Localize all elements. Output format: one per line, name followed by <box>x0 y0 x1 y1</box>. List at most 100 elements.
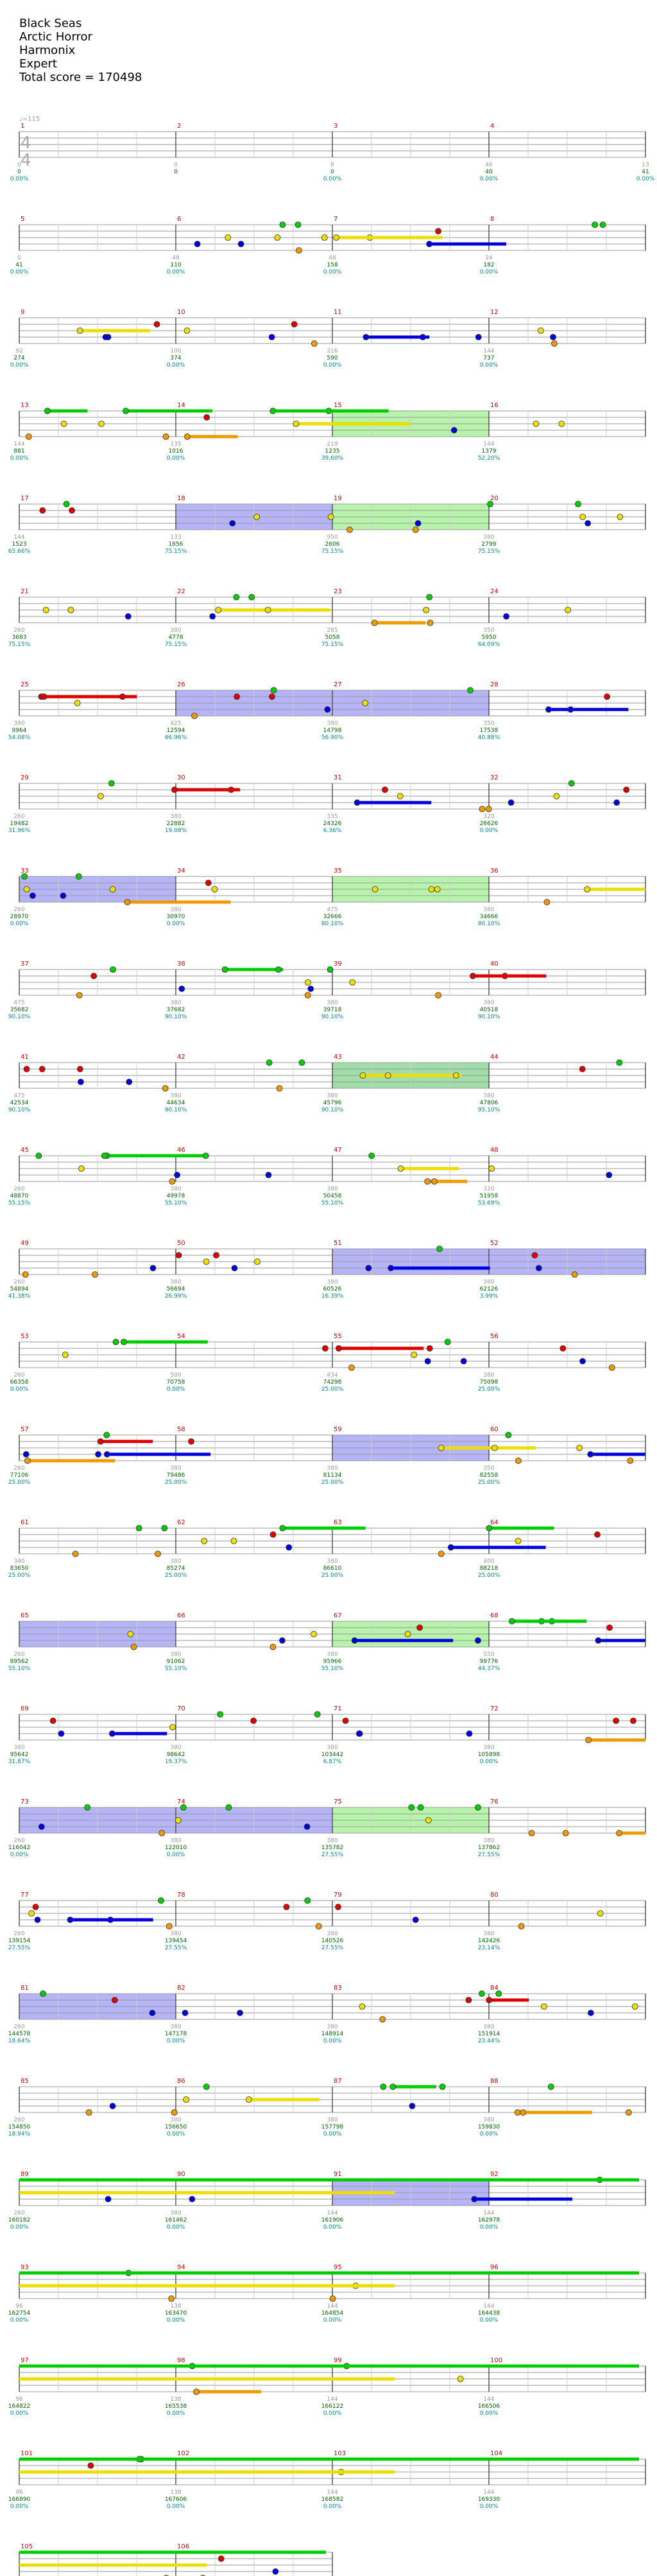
cumulative-score: 99776 <box>480 1658 499 1665</box>
overdrive-percent: 0.00% <box>480 362 499 369</box>
overdrive-percent: 90.10% <box>8 1107 31 1113</box>
note-gem <box>424 1358 431 1364</box>
overdrive-percent: 39.60% <box>321 455 344 462</box>
overdrive-percent: 25.00% <box>478 1479 500 1486</box>
measure-number: 70 <box>177 1705 185 1712</box>
note-gem <box>503 613 510 620</box>
cumulative-score: 139454 <box>165 1938 187 1944</box>
cumulative-score: 41 <box>15 262 22 268</box>
note-count: 144 <box>327 2303 337 2310</box>
cumulative-score: 374 <box>170 355 181 361</box>
measure-number: 13 <box>21 402 29 409</box>
note-count: 380 <box>483 534 494 541</box>
overdrive-percent: 0.00% <box>480 269 499 275</box>
overdrive-percent: 0.00% <box>480 1759 499 1765</box>
cumulative-score: 105898 <box>478 1752 500 1758</box>
note-count: 144 <box>13 441 24 448</box>
note-gem <box>77 1079 84 1085</box>
note-count: 500 <box>170 1372 181 1379</box>
measure-number: 7 <box>334 216 337 223</box>
note-count: 260 <box>13 627 24 634</box>
note-gem <box>509 1618 515 1624</box>
overdrive-percent: 56.90% <box>321 735 344 741</box>
note-gem <box>541 2003 547 2010</box>
note-gem <box>553 793 560 799</box>
note-gem <box>180 1804 187 1811</box>
overdrive-percent: 55.10% <box>321 1200 344 1206</box>
note-gem <box>202 1153 209 1159</box>
cumulative-score: 590 <box>327 355 337 361</box>
note-gem <box>599 222 606 228</box>
note-gem <box>404 1631 411 1637</box>
overdrive-percent: 0.00% <box>167 455 185 462</box>
overdrive-percent: 0.00% <box>10 921 29 927</box>
cumulative-score: 161462 <box>165 2217 187 2224</box>
overdrive-percent: 0.00% <box>10 455 29 462</box>
note-gem <box>76 992 83 998</box>
note-gem <box>44 408 51 414</box>
note-gem <box>314 1711 321 1718</box>
cumulative-score: 5058 <box>325 634 340 641</box>
note-count: 144 <box>327 2396 337 2403</box>
note-count: 380 <box>483 1279 494 1285</box>
note-count: 260 <box>13 2210 24 2216</box>
note-count: 260 <box>13 1465 24 1472</box>
cumulative-score: 881 <box>13 448 24 455</box>
cumulative-score: 66358 <box>10 1379 29 1386</box>
measure-number: 26 <box>177 681 185 688</box>
overdrive-percent: 27.55% <box>321 1852 344 1858</box>
overdrive-percent: 25.00% <box>321 1572 344 1579</box>
measure-number: 59 <box>334 1426 342 1433</box>
note-gem <box>467 687 474 693</box>
note-gem <box>428 886 435 892</box>
cumulative-score: 737 <box>483 355 494 361</box>
cumulative-score: 274 <box>13 355 24 361</box>
measure-number: 69 <box>21 1705 29 1712</box>
overdrive-percent: 80.10% <box>321 921 344 927</box>
note-gem <box>175 1817 182 1823</box>
note-gem <box>253 514 260 520</box>
note-gem <box>576 1445 583 1451</box>
note-gem <box>182 2010 189 2016</box>
note-gem <box>121 1339 127 1345</box>
overdrive-percent: 26.99% <box>165 1293 187 1300</box>
note-count: 950 <box>327 534 337 541</box>
measure-number: 95 <box>334 2264 342 2271</box>
note-gem <box>40 1990 46 1997</box>
cumulative-score: 79486 <box>167 1472 185 1479</box>
note-gem <box>333 234 340 241</box>
note-gem <box>397 1165 404 1172</box>
overdrive-percent: 90.10% <box>165 1107 187 1113</box>
note-count: 380 <box>327 720 337 727</box>
measure-number: 27 <box>334 681 342 688</box>
note-count: 216 <box>327 348 337 354</box>
note-gem <box>203 414 210 421</box>
note-gem <box>382 787 388 793</box>
measure-number: 25 <box>21 681 29 688</box>
cumulative-score: 163470 <box>165 2310 187 2317</box>
measure-number: 96 <box>490 2264 499 2271</box>
measure-number: 29 <box>21 774 29 781</box>
note-gem <box>270 687 277 693</box>
note-gem <box>276 1085 283 1092</box>
overdrive-percent: 0.00% <box>10 2503 29 2510</box>
note-count: 138 <box>170 2303 181 2310</box>
note-count: 380 <box>327 1093 337 1099</box>
note-gem <box>283 1904 290 1910</box>
note-gem <box>169 1724 176 1730</box>
note-gem <box>130 1644 137 1650</box>
overdrive-percent: 25.00% <box>8 1572 31 1579</box>
note-count: 380 <box>170 1093 181 1099</box>
note-gem <box>457 2376 464 2382</box>
note-gem <box>491 1445 498 1451</box>
note-gem <box>191 713 198 719</box>
cumulative-score: 9964 <box>12 727 27 734</box>
note-gem <box>630 1718 636 1724</box>
note-gem <box>158 1830 166 1836</box>
note-gem <box>279 1525 286 1531</box>
note-count: 380 <box>170 2117 181 2123</box>
cumulative-score: 140526 <box>321 1938 344 1944</box>
overdrive-percent: 0.00% <box>480 2317 499 2324</box>
note-gem <box>126 1079 133 1085</box>
